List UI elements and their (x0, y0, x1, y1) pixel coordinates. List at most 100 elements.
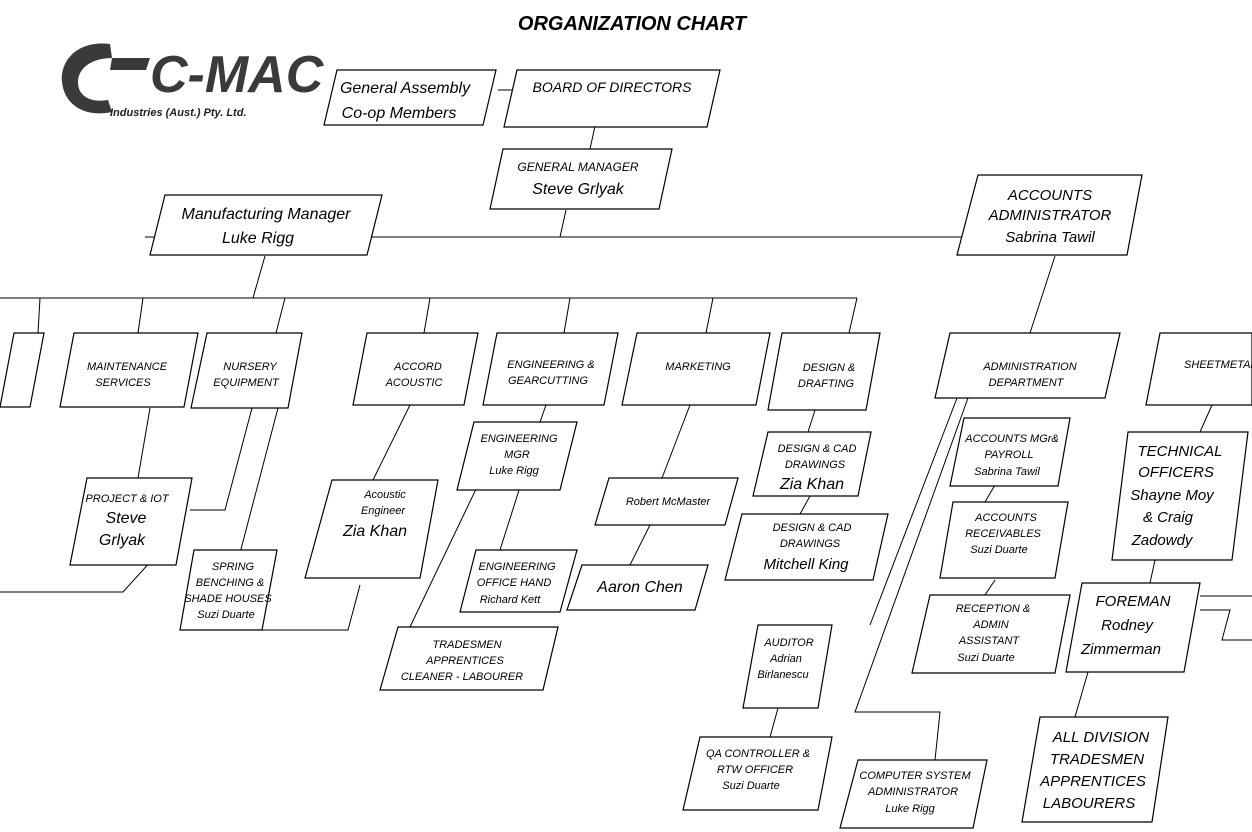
node-design-cad-zia: DESIGN & CAD DRAWINGS Zia Khan (752, 431, 872, 497)
node-foreman: FOREMAN Rodney Zimmerman (1065, 582, 1201, 673)
node-auditor: AUDITOR Adrian Birlanescu (742, 624, 833, 709)
node-acoustic-engineer: Acoustic Engineer Zia Khan (304, 479, 439, 579)
accounts-administrator-line-2: ADMINISTRATOR (988, 207, 1112, 224)
manufacturing-manager-name: Luke Rigg (222, 230, 294, 247)
maintenance-line-2: SERVICES (95, 377, 151, 389)
technical-name-2: & Craig (1143, 509, 1194, 526)
node-robert-mcmaster: Robert McMaster (594, 477, 739, 526)
node-general-manager: GENERAL MANAGER Steve Grlyak (489, 148, 673, 210)
node-unnamed-left (0, 332, 45, 408)
company-logo: C-MAC Industries (Aust.) Pty. Ltd. (61, 43, 325, 119)
node-engineering-gearcutting: ENGINEERING & GEARCUTTING (482, 332, 619, 406)
spring-line-1: SPRING (212, 561, 255, 573)
all-division-line-2: TRADESMEN (1050, 751, 1144, 768)
node-maintenance-services: MAINTENANCE SERVICES (59, 332, 199, 408)
admin-dept-line-2: DEPARTMENT (989, 377, 1065, 389)
spring-line-3: SHADE HOUSES (184, 593, 272, 605)
connector-lines (0, 89, 1252, 761)
general-assembly-line-1: General Assembly (340, 80, 471, 97)
node-accounts-receivables: ACCOUNTS RECEIVABLES Suzi Duarte (939, 501, 1069, 579)
auditor-role: AUDITOR (763, 637, 813, 649)
design-cad-mitchell-name: Mitchell King (763, 556, 849, 573)
accord-line-2: ACOUSTIC (385, 377, 443, 389)
computer-admin-line-2: ADMINISTRATOR (867, 786, 958, 798)
accounts-administrator-line-1: ACCOUNTS (1007, 187, 1092, 204)
design-line-1: DESIGN & (803, 362, 856, 374)
office-hand-line-2: OFFICE HAND (477, 577, 552, 589)
node-tradesmen: TRADESMEN APPRENTICES CLEANER - LABOURER (379, 626, 559, 691)
engineering-line-1: ENGINEERING & (507, 359, 594, 371)
maintenance-line-1: MAINTENANCE (87, 361, 168, 373)
technical-name-1: Shayne Moy (1130, 487, 1215, 504)
node-accord-acoustic: ACCORD ACOUSTIC (352, 332, 479, 406)
design-cad-mitchell-line-1: DESIGN & CAD (773, 522, 852, 534)
qa-name: Suzi Duarte (722, 780, 779, 792)
node-reception-admin: RECEPTION & ADMIN ASSISTANT Suzi Duarte (911, 594, 1071, 674)
node-design-drafting: DESIGN & DRAFTING (767, 332, 881, 411)
all-division-line-1: ALL DIVISION (1052, 729, 1150, 746)
qa-line-2: RTW OFFICER (717, 764, 793, 776)
office-hand-name: Richard Kett (480, 594, 541, 606)
design-line-2: DRAFTING (798, 378, 855, 390)
spring-line-2: BENCHING & (196, 577, 264, 589)
qa-line-1: QA CONTROLLER & (706, 748, 810, 760)
nursery-line-2: EQUIPMENT (213, 377, 280, 389)
aaron-name: Aaron Chen (596, 579, 682, 596)
accounts-mgr-name: Sabrina Tawil (974, 466, 1040, 478)
computer-admin-line-1: COMPUTER SYSTEM (859, 770, 971, 782)
design-cad-zia-line-1: DESIGN & CAD (778, 443, 857, 455)
node-administration-department: ADMINISTRATION DEPARTMENT (934, 332, 1121, 399)
node-qa-controller: QA CONTROLLER & RTW OFFICER Suzi Duarte (682, 736, 833, 811)
all-division-line-3: APPRENTICES (1039, 773, 1146, 790)
general-assembly-line-2: Co-op Members (342, 105, 457, 122)
node-engineering-office-hand: ENGINEERING OFFICE HAND Richard Kett (459, 549, 578, 613)
node-sheetmetal: SHEETMETAL (1145, 332, 1252, 406)
acoustic-name: Zia Khan (342, 523, 407, 540)
acoustic-line-1: Acoustic (363, 489, 406, 501)
tradesmen-line-1: TRADESMEN (432, 639, 501, 651)
all-division-line-4: LABOURERS (1043, 795, 1136, 812)
receivables-line-2: RECEIVABLES (965, 528, 1041, 540)
reception-line-1: RECEPTION & (956, 603, 1031, 615)
logo-subtitle: Industries (Aust.) Pty. Ltd. (110, 107, 247, 119)
office-hand-line-1: ENGINEERING (478, 561, 555, 573)
general-manager-role: GENERAL MANAGER (517, 160, 638, 174)
project-iot-role: PROJECT & IOT (85, 493, 169, 505)
technical-name-3: Zadowdy (1131, 532, 1194, 549)
node-board-of-directors: BOARD OF DIRECTORS (503, 69, 721, 128)
design-cad-zia-line-2: DRAWINGS (785, 459, 846, 471)
tradesmen-line-3: CLEANER - LABOURER (401, 671, 523, 683)
reception-line-2: ADMIN (972, 619, 1009, 631)
node-computer-system-admin: COMPUTER SYSTEM ADMINISTRATOR Luke Rigg (839, 759, 988, 829)
project-iot-name-2: Grlyak (99, 532, 146, 549)
node-all-division: ALL DIVISION TRADESMEN APPRENTICES LABOU… (1021, 716, 1169, 823)
node-engineering-mgr: ENGINEERING MGR Luke Rigg (456, 421, 578, 491)
admin-dept-line-1: ADMINISTRATION (982, 361, 1076, 373)
engineering-mgr-name: Luke Rigg (489, 465, 539, 477)
logo-wordmark: C-MAC (150, 46, 325, 104)
engineering-mgr-line-2: MGR (504, 449, 530, 461)
computer-admin-name: Luke Rigg (885, 803, 935, 815)
spring-name: Suzi Duarte (197, 609, 254, 621)
node-project-iot: PROJECT & IOT Steve Grlyak (69, 477, 193, 566)
manufacturing-manager-role: Manufacturing Manager (182, 206, 352, 223)
technical-line-2: OFFICERS (1138, 464, 1214, 481)
accounts-administrator-name: Sabrina Tawil (1005, 229, 1095, 246)
board-label: BOARD OF DIRECTORS (533, 79, 693, 95)
node-aaron-chen: Aaron Chen (566, 564, 709, 611)
reception-name: Suzi Duarte (957, 652, 1014, 664)
sheetmetal-label: SHEETMETAL (1184, 359, 1252, 371)
node-technical-officers: TECHNICAL OFFICERS Shayne Moy & Craig Za… (1111, 431, 1249, 561)
nursery-line-1: NURSERY (223, 361, 277, 373)
auditor-name-2: Birlanescu (757, 669, 808, 681)
node-manufacturing-manager: Manufacturing Manager Luke Rigg (149, 194, 383, 256)
acoustic-line-2: Engineer (361, 505, 406, 517)
project-iot-name-1: Steve (106, 510, 147, 527)
marketing-label: MARKETING (665, 361, 731, 373)
design-cad-zia-name: Zia Khan (779, 476, 844, 493)
robert-name: Robert McMaster (626, 496, 712, 508)
receivables-line-1: ACCOUNTS (974, 512, 1037, 524)
auditor-name-1: Adrian (769, 653, 802, 665)
foreman-name-1: Rodney (1101, 617, 1154, 634)
